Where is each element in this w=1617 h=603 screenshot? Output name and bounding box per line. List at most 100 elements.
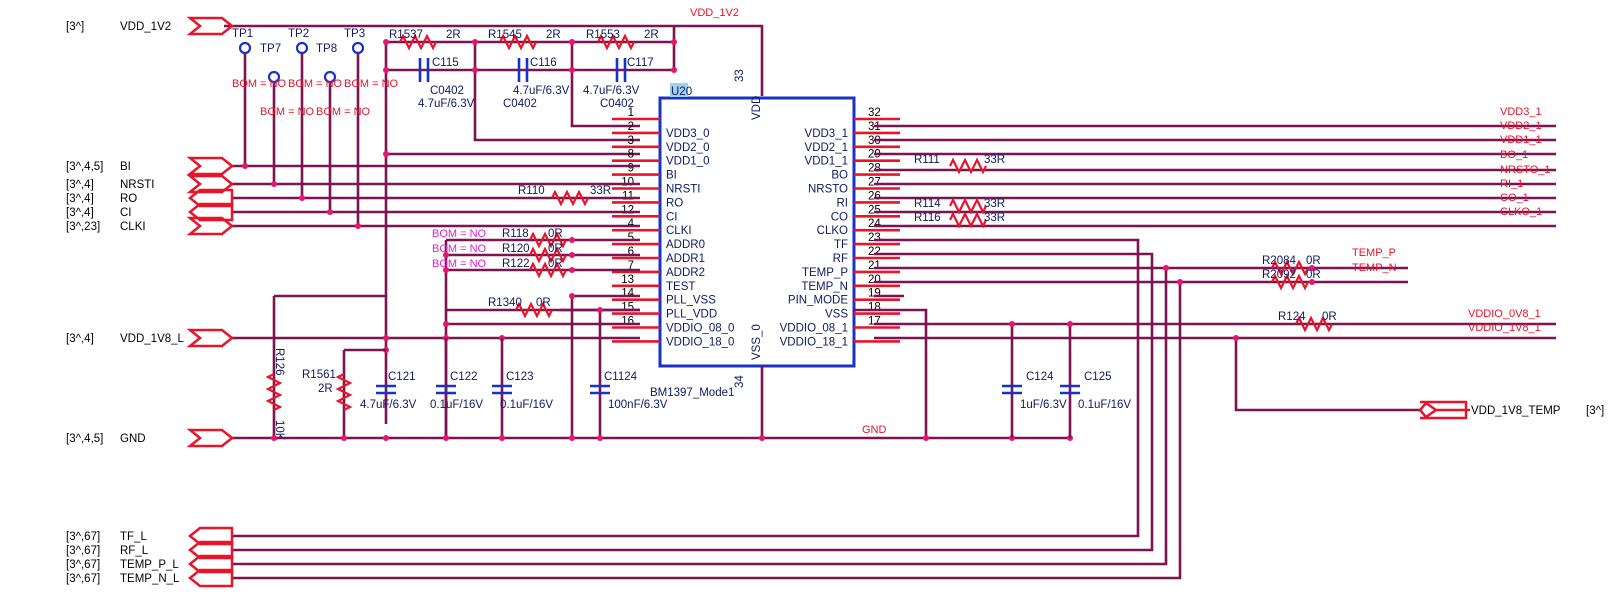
r122-value: 0R <box>548 258 563 270</box>
left-port-name: TEMP_N_L <box>120 573 180 585</box>
tp2-label: TP2 <box>288 28 309 40</box>
c116-ref: C116 <box>530 57 557 69</box>
test-points: TP1 TP7 TP2 TP8 TP3 BOM = NO BOM = NO BO… <box>232 28 399 118</box>
pin-number: 24 <box>868 218 881 230</box>
left-port-ref: [3^,67] <box>66 545 100 557</box>
pin-number: 4 <box>628 218 635 230</box>
r2092-value: 0R <box>1306 269 1321 281</box>
r1553-ref: R1553 <box>586 29 620 41</box>
pin-number: 1 <box>628 107 634 119</box>
c124-ref: C124 <box>1026 371 1054 383</box>
tp7-label: TP7 <box>260 43 281 55</box>
net-label-ri-1: RI_1 <box>1500 178 1523 190</box>
left-port-ref: [3^,67] <box>66 559 100 571</box>
c117-value: 4.7uF/6.3V <box>583 85 640 97</box>
pin-name: ADDR1 <box>666 253 705 265</box>
c124-value: 1uF/6.3V <box>1020 399 1067 411</box>
net-label-vddio-0v8: VDDIO_0V8_1 <box>1468 308 1541 320</box>
c1124-value: 100nF/6.3V <box>608 399 668 411</box>
left-port-name: TF_L <box>120 531 147 543</box>
pin-name: ADDR0 <box>666 239 705 251</box>
bom-note-tp7: BOM = NO <box>232 78 287 90</box>
pin-name: VDD1_0 <box>666 156 709 168</box>
pin-name: TEST <box>666 281 695 293</box>
pin-number: 10 <box>621 177 634 189</box>
pin-name: VDD2_1 <box>805 142 848 154</box>
port-vdd-1v8-temp-name: VDD_1V8_TEMP <box>1471 405 1561 417</box>
pin-name: ADDR2 <box>666 267 705 279</box>
c115-size: C0402 <box>430 85 464 97</box>
c116-size: C0402 <box>503 98 537 110</box>
pin-number: 32 <box>868 107 881 119</box>
left-port-name: RO <box>120 193 137 205</box>
c117-ref: C117 <box>627 57 654 69</box>
r118-value: 0R <box>548 228 563 240</box>
bom-note-r120: BOM = NO <box>432 243 487 255</box>
vdd-1v2-net <box>224 24 764 424</box>
pin-name: PLL_VSS <box>666 295 716 307</box>
pin-name: VDDIO_08_0 <box>666 323 734 335</box>
pin-name: VDD3_1 <box>805 128 848 140</box>
net-label-vdd2-1: VDD2_1 <box>1500 120 1542 132</box>
pin-number: 8 <box>628 149 634 161</box>
vddio-right: R124 0R C124 1uF/6.3V C125 0.1uF/16V VDD… <box>874 294 1556 438</box>
left-port: [3^,67] RF_L <box>66 540 234 560</box>
chip-vss-pin: 34 <box>734 375 746 388</box>
net-label-vdd-1v2: VDD_1V2 <box>690 7 739 19</box>
chip-right-pin: VDDIO_18_1 <box>780 336 900 348</box>
pin-name: NRSTI <box>666 184 701 196</box>
r2084-value: 0R <box>1306 255 1321 267</box>
pin-number: 13 <box>621 274 634 286</box>
pin-number: 25 <box>868 204 881 216</box>
net-label-gnd: GND <box>862 424 887 436</box>
left-port: [3^,4]NRSTI <box>66 174 235 194</box>
left-port: [3^,23]CLKI <box>66 216 235 236</box>
pin-name: RO <box>666 197 683 209</box>
left-port-ref: [3^,4,5] <box>66 161 103 173</box>
left-port-ref: [3^,4] <box>66 333 94 345</box>
left-port-name: VDD_1V2 <box>120 21 171 33</box>
chip-right-pin: 32 <box>854 107 900 121</box>
gnd-net <box>232 308 1073 441</box>
tp3-label: TP3 <box>344 28 365 40</box>
net-label-vdd1-1: VDD1_1 <box>1500 134 1542 146</box>
tp8-label: TP8 <box>316 43 337 55</box>
bom-note-r122: BOM = NO <box>432 258 487 270</box>
c117-size: C0402 <box>600 98 634 110</box>
left-port: [3^,67]TEMP_N_L <box>66 568 234 588</box>
pin-name: CI <box>666 211 678 223</box>
bom-note-tp8: BOM = NO <box>288 78 343 90</box>
left-port-name: RF_L <box>120 545 149 557</box>
pin-name: RF <box>833 253 848 265</box>
r126-ref: R126 <box>273 348 285 376</box>
c115-value: 4.7uF/6.3V <box>418 98 475 110</box>
pin-number: 12 <box>621 204 634 216</box>
net-label-temp-p: TEMP_P <box>1352 247 1396 259</box>
pin-number: 15 <box>621 302 634 314</box>
left-port: [3^,4,5]GND <box>66 428 235 448</box>
pin-name: BI <box>666 170 677 182</box>
chip-vdd-label: VDD <box>751 96 763 120</box>
pin-name: VSS <box>825 309 848 321</box>
bottom-left-components: R126 10K R1561 2R C121 4.7uF/6.3V C122 0… <box>265 294 668 441</box>
c115-ref: C115 <box>432 57 459 69</box>
c116-value: 4.7uF/6.3V <box>513 85 570 97</box>
pin-number: 27 <box>868 177 881 189</box>
left-port-ref: [3^,4] <box>66 179 94 191</box>
pin-name: PIN_MODE <box>788 295 848 307</box>
bom-note-r118: BOM = NO <box>432 228 487 240</box>
pin-name: TF <box>834 239 848 251</box>
tp1-label: TP1 <box>232 28 253 40</box>
net-label-bo-1: BO_1 <box>1500 149 1528 161</box>
r126-value: 10K <box>273 420 285 441</box>
pin-number: 20 <box>868 274 881 286</box>
